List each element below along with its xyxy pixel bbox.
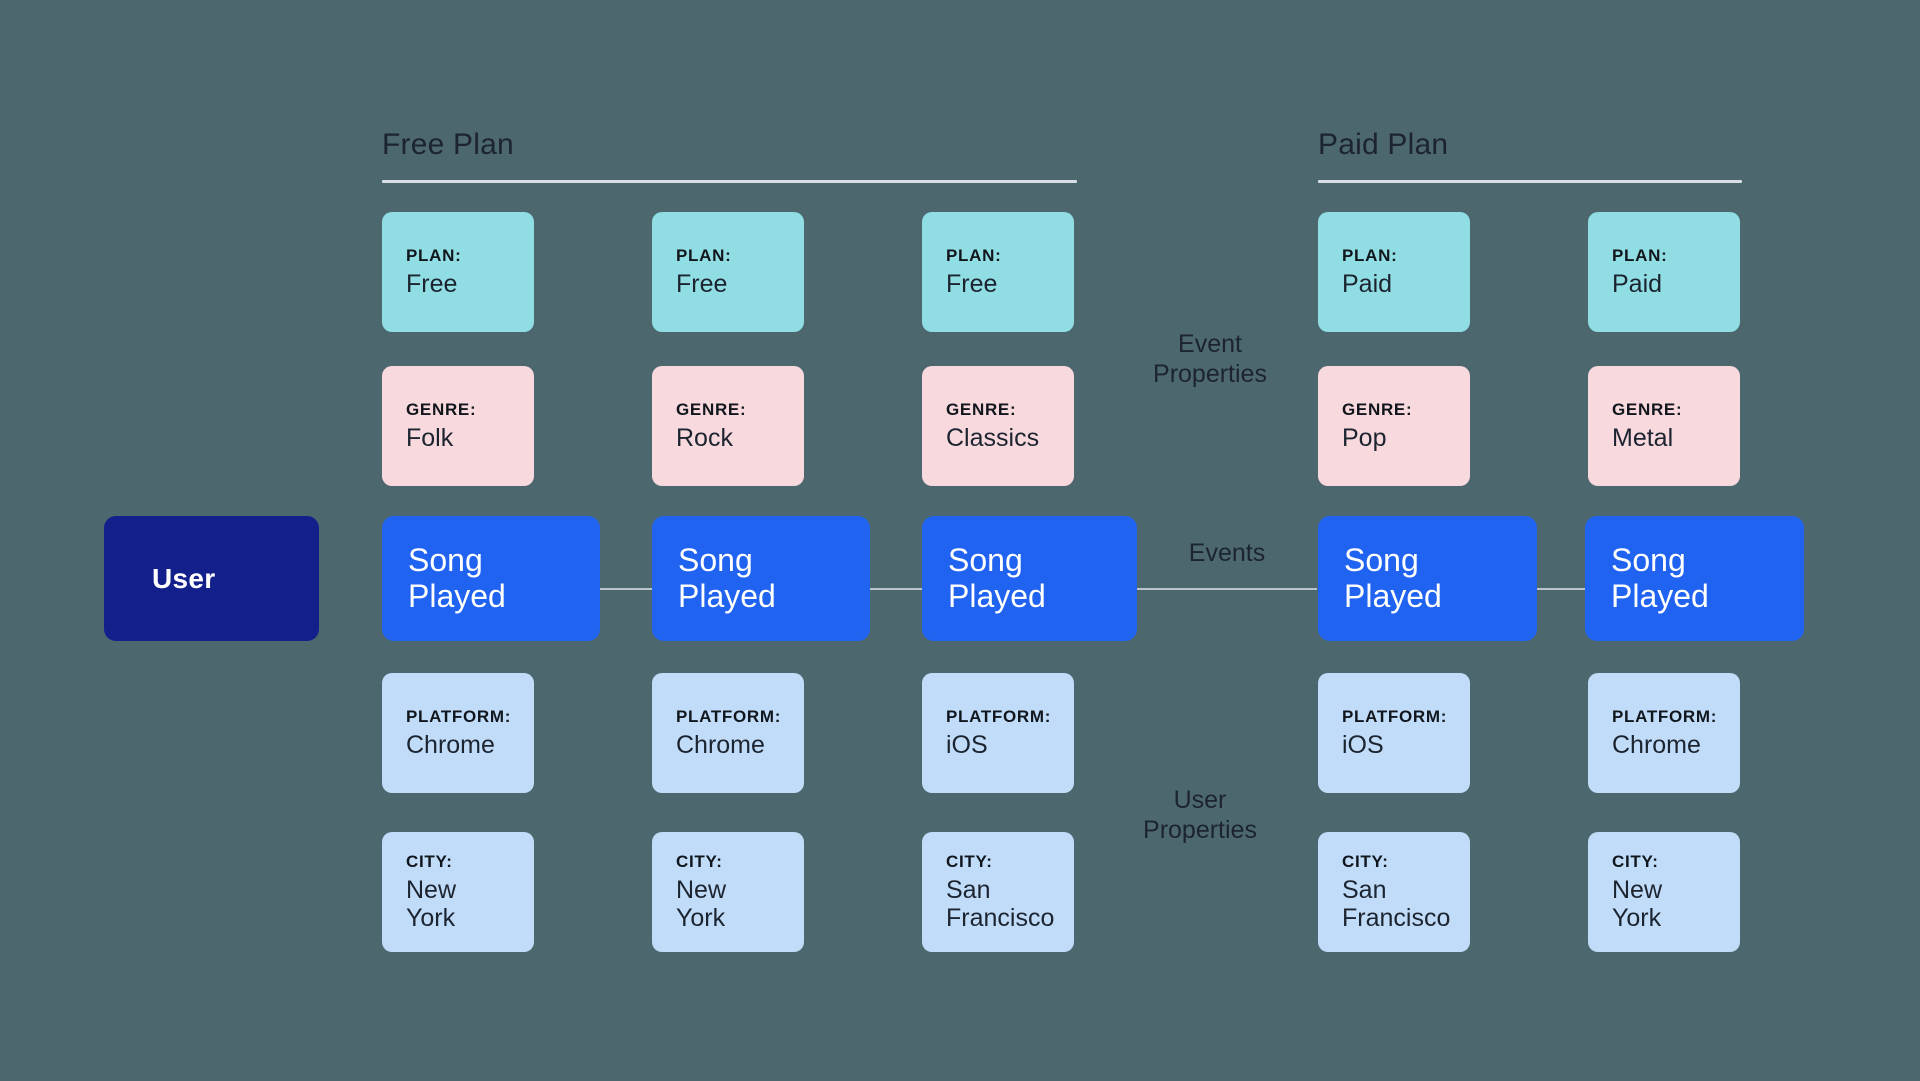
section-title: Free Plan — [382, 128, 514, 161]
card-key: GENRE: — [406, 399, 477, 419]
event-node-label: Song Played — [678, 541, 776, 614]
card-key: CITY: — [1342, 851, 1389, 871]
card-key: PLATFORM: — [406, 706, 512, 726]
card-key: PLAN: — [676, 245, 732, 265]
card-value: Free — [946, 270, 998, 299]
card-city-5[interactable]: CITY: New York — [1588, 832, 1740, 952]
card-value: Rock — [676, 424, 733, 453]
card-city-4[interactable]: CITY: San Francisco — [1318, 832, 1470, 952]
card-genre-5[interactable]: GENRE: Metal — [1588, 366, 1740, 486]
card-value: Paid — [1342, 270, 1393, 299]
card-key: CITY: — [406, 851, 453, 871]
card-key: PLAN: — [1342, 245, 1398, 265]
card-plan-2[interactable]: PLAN: Free — [652, 212, 804, 332]
section-header-free-plan: Free Plan — [382, 128, 1077, 183]
card-value: Free — [676, 270, 728, 299]
card-value: Chrome — [1612, 731, 1701, 760]
card-plan-1[interactable]: PLAN: Free — [382, 212, 534, 332]
event-node-label: Song Played — [1344, 541, 1442, 614]
card-key: GENRE: — [676, 399, 747, 419]
card-key: PLAN: — [946, 245, 1002, 265]
card-plan-3[interactable]: PLAN: Free — [922, 212, 1074, 332]
card-platform-1[interactable]: PLATFORM: Chrome — [382, 673, 534, 793]
card-genre-2[interactable]: GENRE: Rock — [652, 366, 804, 486]
card-value: New York — [676, 876, 727, 933]
event-node-label: Song Played — [1611, 541, 1709, 614]
event-connector-3-4 — [1137, 588, 1317, 590]
event-node-5[interactable]: Song Played — [1585, 516, 1804, 641]
section-title: Paid Plan — [1318, 128, 1449, 161]
section-header-paid-plan: Paid Plan — [1318, 128, 1742, 183]
card-key: CITY: — [676, 851, 723, 871]
card-plan-4[interactable]: PLAN: Paid — [1318, 212, 1470, 332]
card-value: iOS — [946, 731, 988, 760]
event-connector-2-3 — [870, 588, 922, 590]
card-value: Chrome — [406, 731, 495, 760]
card-key: CITY: — [946, 851, 993, 871]
card-city-3[interactable]: CITY: San Francisco — [922, 832, 1074, 952]
card-value: Paid — [1612, 270, 1663, 299]
section-divider — [382, 180, 1077, 183]
card-key: PLAN: — [1612, 245, 1668, 265]
card-platform-4[interactable]: PLATFORM: iOS — [1318, 673, 1470, 793]
card-city-2[interactable]: CITY: New York — [652, 832, 804, 952]
card-value: iOS — [1342, 731, 1384, 760]
annotation-event-properties: Event Properties — [1153, 330, 1267, 388]
card-key: PLAN: — [406, 245, 462, 265]
event-node-label: Song Played — [408, 541, 506, 614]
card-genre-1[interactable]: GENRE: Folk — [382, 366, 534, 486]
annotation-user-properties: User Properties — [1143, 786, 1257, 844]
card-key: PLATFORM: — [1342, 706, 1448, 726]
card-platform-5[interactable]: PLATFORM: Chrome — [1588, 673, 1740, 793]
card-platform-3[interactable]: PLATFORM: iOS — [922, 673, 1074, 793]
card-value: Pop — [1342, 424, 1387, 453]
card-key: GENRE: — [1612, 399, 1683, 419]
card-key: PLATFORM: — [676, 706, 782, 726]
card-key: CITY: — [1612, 851, 1659, 871]
user-node-label: User — [152, 562, 216, 594]
card-value: Classics — [946, 424, 1040, 453]
section-divider — [1318, 180, 1742, 183]
event-node-label: Song Played — [948, 541, 1046, 614]
card-value: San Francisco — [1342, 876, 1451, 933]
annotation-events: Events — [1188, 539, 1266, 567]
event-connector-4-5 — [1537, 588, 1585, 590]
event-node-3[interactable]: Song Played — [922, 516, 1137, 641]
card-value: Free — [406, 270, 458, 299]
card-plan-5[interactable]: PLAN: Paid — [1588, 212, 1740, 332]
card-value: San Francisco — [946, 876, 1055, 933]
card-value: New York — [406, 876, 457, 933]
card-platform-2[interactable]: PLATFORM: Chrome — [652, 673, 804, 793]
card-key: PLATFORM: — [946, 706, 1052, 726]
card-key: GENRE: — [1342, 399, 1413, 419]
user-node[interactable]: User — [104, 516, 319, 641]
card-key: PLATFORM: — [1612, 706, 1718, 726]
card-genre-3[interactable]: GENRE: Classics — [922, 366, 1074, 486]
event-connector-1-2 — [600, 588, 653, 590]
card-key: GENRE: — [946, 399, 1017, 419]
event-node-4[interactable]: Song Played — [1318, 516, 1537, 641]
event-node-1[interactable]: Song Played — [382, 516, 600, 641]
event-node-2[interactable]: Song Played — [652, 516, 870, 641]
card-genre-4[interactable]: GENRE: Pop — [1318, 366, 1470, 486]
card-value: Folk — [406, 424, 454, 453]
card-value: Metal — [1612, 424, 1674, 453]
card-value: Chrome — [676, 731, 765, 760]
card-city-1[interactable]: CITY: New York — [382, 832, 534, 952]
card-value: New York — [1612, 876, 1663, 933]
